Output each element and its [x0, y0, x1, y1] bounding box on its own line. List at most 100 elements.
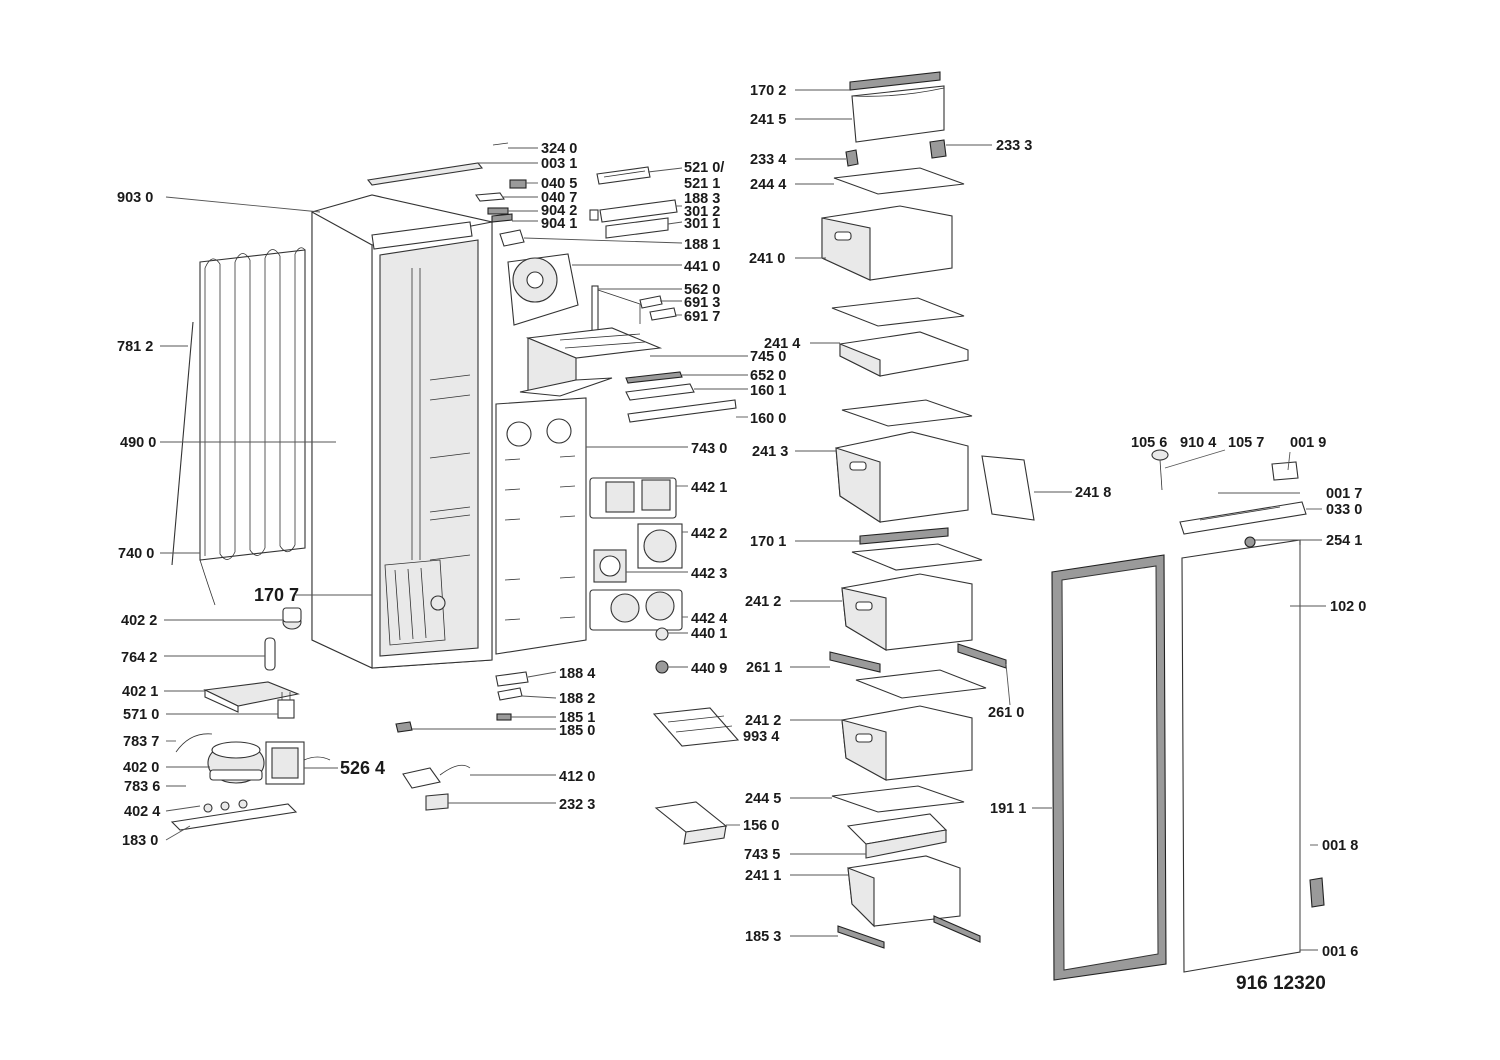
small-part-3240 [492, 142, 509, 146]
hinge-9042 [487, 207, 509, 215]
back-panel-7430 [495, 397, 587, 655]
label-1560: 156 0 [743, 818, 779, 834]
label-5210: 521 0/ [684, 160, 724, 176]
shelf-holder-2334 [845, 149, 859, 167]
label-7400: 740 0 [118, 546, 154, 562]
door-stop-2541 [1244, 536, 1256, 548]
label-2323: 232 3 [559, 797, 595, 813]
cover-1600 [627, 399, 737, 423]
label-0017: 001 7 [1326, 486, 1362, 502]
label-9030: 903 0 [117, 190, 153, 206]
drawer-cover-7435 [846, 813, 948, 859]
label-7435: 743 5 [744, 847, 780, 863]
label-2445: 244 5 [745, 791, 781, 807]
label-4022: 402 2 [121, 613, 157, 629]
label-7837: 783 7 [123, 734, 159, 750]
hinge-0018 [1309, 877, 1325, 908]
label-4410: 441 0 [684, 259, 720, 275]
drip-tray [203, 681, 300, 713]
glass-shelf-2412b [855, 669, 987, 699]
label-1851: 185 1 [559, 710, 595, 726]
label-1884: 188 4 [559, 666, 595, 682]
fan-4422 [637, 523, 683, 569]
clip-1851 [496, 713, 512, 721]
door-balcony-2415 [851, 85, 945, 143]
label-2414: 241 4 [764, 336, 800, 352]
label-5211: 521 1 [684, 176, 720, 192]
electronic-unit [265, 741, 331, 785]
ice-tray-1560 [654, 801, 728, 845]
label-4024: 402 4 [124, 804, 160, 820]
drawer-2413 [835, 431, 969, 524]
bracket-1883 [589, 209, 599, 221]
bracket-1882 [497, 687, 523, 701]
label-2411: 241 1 [745, 868, 781, 884]
door-gasket [1051, 554, 1167, 981]
label-5620: 562 0 [684, 282, 720, 298]
label-4021: 402 1 [122, 684, 158, 700]
condenser-tube [171, 321, 194, 566]
glass-shelf-2444 [833, 167, 965, 195]
top-trim-strip [366, 162, 484, 186]
label-5710: 571 0 [123, 707, 159, 723]
label-4409: 440 9 [691, 661, 727, 677]
label-4421: 442 1 [691, 480, 727, 496]
label-2610: 261 0 [988, 705, 1024, 721]
part-labels: 170 2 241 5 233 4 233 3 244 4 241 0 241 … [117, 83, 1366, 994]
label-1702: 170 2 [750, 83, 786, 99]
drawer-2410 [821, 205, 953, 281]
label-1057: 105 7 [1228, 435, 1264, 451]
glass-shelf-2412a [851, 543, 983, 571]
shelf-holder-2333 [929, 139, 947, 159]
clip-6913 [639, 295, 663, 309]
label-2418: 241 8 [1075, 485, 1111, 501]
capillary-tube [175, 733, 213, 753]
label-9104: 910 4 [1180, 435, 1216, 451]
ice-tray-9934 [652, 707, 740, 747]
label-1830: 183 0 [122, 833, 158, 849]
compressor [207, 741, 265, 784]
label-3011: 301 1 [684, 216, 720, 232]
fan-4423 [593, 549, 627, 583]
label-1853: 185 3 [745, 929, 781, 945]
evaporator-7450 [519, 327, 663, 397]
heater-6520 [625, 371, 683, 384]
label-0405: 040 5 [541, 176, 577, 192]
label-4423: 442 3 [691, 566, 727, 582]
label-1707: 170 7 [254, 585, 299, 605]
label-1883: 188 3 [684, 191, 720, 207]
fan-module-4424 [589, 589, 683, 631]
label-4900: 490 0 [120, 435, 156, 451]
control-cover-3012 [599, 199, 678, 223]
label-6520: 652 0 [750, 368, 786, 384]
glass-shelf-2414 [831, 297, 965, 327]
drawer-2414 [839, 331, 969, 377]
label-2333: 233 3 [996, 138, 1032, 154]
rail-2611 [829, 651, 881, 673]
control-cover-3011 [605, 217, 669, 239]
label-4422: 442 2 [691, 526, 727, 542]
front-bar-1701 [859, 527, 949, 545]
label-3012: 301 2 [684, 204, 720, 220]
leader-lines [160, 89, 1326, 951]
feet-cap [282, 607, 302, 630]
label-1850: 185 0 [559, 723, 595, 739]
clip-6917 [649, 307, 677, 321]
label-0407: 040 7 [541, 190, 577, 206]
drawer-2412b [841, 705, 973, 781]
label-1056: 105 6 [1131, 435, 1167, 451]
label-2412b: 241 2 [745, 713, 781, 729]
label-7836: 783 6 [124, 779, 160, 795]
compressor-grommets [203, 799, 248, 813]
label-3240: 324 0 [541, 141, 577, 157]
label-2413: 241 3 [752, 444, 788, 460]
rail-2610 [957, 643, 1007, 669]
grommet-4401 [655, 627, 669, 641]
diagram-code: 916 12320 [1236, 973, 1326, 994]
relay-starter [277, 692, 295, 719]
fan-assembly-4410 [507, 253, 579, 326]
cover-1601 [625, 383, 695, 401]
label-1911: 191 1 [990, 801, 1026, 817]
label-5264: 526 4 [340, 758, 385, 778]
